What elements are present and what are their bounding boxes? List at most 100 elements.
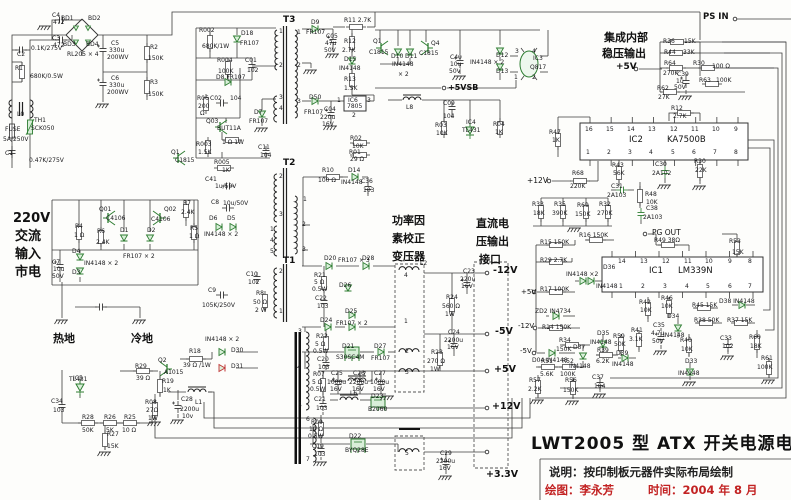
wire bbox=[203, 398, 531, 419]
resistor bbox=[677, 110, 691, 116]
resistor bbox=[320, 378, 326, 392]
resistor bbox=[562, 364, 576, 370]
ground bbox=[678, 95, 682, 101]
resistor bbox=[541, 364, 555, 370]
diode bbox=[405, 48, 415, 56]
ground bbox=[602, 393, 606, 399]
diode bbox=[598, 340, 608, 348]
ground bbox=[100, 451, 104, 457]
ground bbox=[698, 185, 702, 191]
resistor bbox=[98, 230, 104, 244]
diode bbox=[587, 276, 595, 286]
resistor bbox=[701, 65, 715, 71]
winding bbox=[294, 29, 298, 119]
resistor bbox=[321, 276, 327, 290]
terminal bbox=[484, 405, 490, 411]
optocoupler bbox=[519, 50, 539, 78]
resistor bbox=[697, 164, 703, 178]
resistor bbox=[734, 241, 740, 255]
resistor bbox=[183, 204, 189, 218]
ground bbox=[462, 75, 466, 81]
diode bbox=[75, 253, 85, 261]
ground bbox=[692, 185, 696, 191]
transistor bbox=[420, 49, 429, 56]
ground bbox=[40, 25, 44, 31]
resistor bbox=[535, 380, 541, 394]
winding bbox=[273, 225, 278, 257]
resistor bbox=[565, 342, 579, 348]
ground bbox=[730, 355, 734, 361]
resistor bbox=[538, 205, 544, 219]
ground bbox=[329, 125, 333, 131]
inductor bbox=[339, 396, 359, 401]
bridge-diode bbox=[84, 39, 92, 46]
ground bbox=[306, 69, 310, 75]
resistor bbox=[669, 50, 683, 56]
resistor bbox=[699, 320, 713, 326]
resistor bbox=[670, 39, 684, 45]
wire bbox=[533, 47, 538, 53]
wire bbox=[748, 139, 775, 331]
diode bbox=[685, 368, 695, 376]
wire bbox=[560, 52, 783, 389]
ground bbox=[103, 451, 107, 457]
resistor bbox=[136, 368, 150, 374]
resistor bbox=[123, 420, 137, 426]
resistor bbox=[144, 46, 150, 60]
inductor bbox=[347, 377, 367, 382]
ground bbox=[771, 379, 775, 385]
terminal bbox=[441, 85, 447, 91]
ground bbox=[540, 399, 544, 405]
inductor bbox=[187, 388, 207, 393]
ground bbox=[656, 350, 660, 356]
ground bbox=[153, 421, 157, 427]
resistor bbox=[766, 361, 772, 375]
ground bbox=[147, 421, 151, 427]
ground bbox=[257, 127, 261, 133]
resistor bbox=[19, 65, 25, 79]
resistor bbox=[353, 140, 367, 146]
resistor bbox=[697, 305, 711, 311]
diode bbox=[343, 284, 353, 292]
fet bbox=[344, 346, 360, 358]
ground bbox=[571, 400, 575, 406]
resistor bbox=[636, 333, 642, 347]
ground bbox=[37, 25, 41, 31]
ground bbox=[264, 127, 268, 133]
resistor bbox=[497, 121, 503, 135]
credit-author: 绘图：李永芳 bbox=[545, 483, 614, 497]
ground bbox=[767, 379, 771, 385]
inductor bbox=[402, 96, 422, 101]
ground bbox=[688, 95, 692, 101]
resistor bbox=[144, 80, 150, 94]
inductor bbox=[398, 266, 420, 271]
winding bbox=[293, 195, 298, 255]
ground bbox=[595, 393, 599, 399]
resistor bbox=[599, 352, 613, 358]
resistor bbox=[669, 65, 683, 71]
diode bbox=[621, 353, 629, 363]
bridge-diode bbox=[84, 25, 92, 32]
resistor bbox=[449, 298, 455, 312]
ground bbox=[448, 475, 452, 481]
dashed-box bbox=[394, 263, 425, 393]
terminal bbox=[484, 449, 490, 455]
ground bbox=[764, 379, 768, 385]
ground bbox=[565, 400, 569, 406]
tl431 bbox=[465, 126, 475, 136]
resistor bbox=[349, 73, 355, 87]
transistor bbox=[177, 159, 186, 166]
diode bbox=[324, 322, 332, 332]
ground bbox=[660, 184, 664, 190]
resistor bbox=[225, 137, 239, 143]
diode bbox=[579, 276, 587, 286]
ground bbox=[726, 355, 730, 361]
resistor bbox=[754, 336, 760, 350]
ground bbox=[142, 319, 146, 325]
dashed-box bbox=[394, 435, 425, 471]
wire bbox=[533, 75, 538, 81]
diode bbox=[673, 324, 683, 332]
ground bbox=[57, 319, 61, 325]
ground bbox=[659, 350, 663, 356]
ground bbox=[323, 125, 327, 131]
